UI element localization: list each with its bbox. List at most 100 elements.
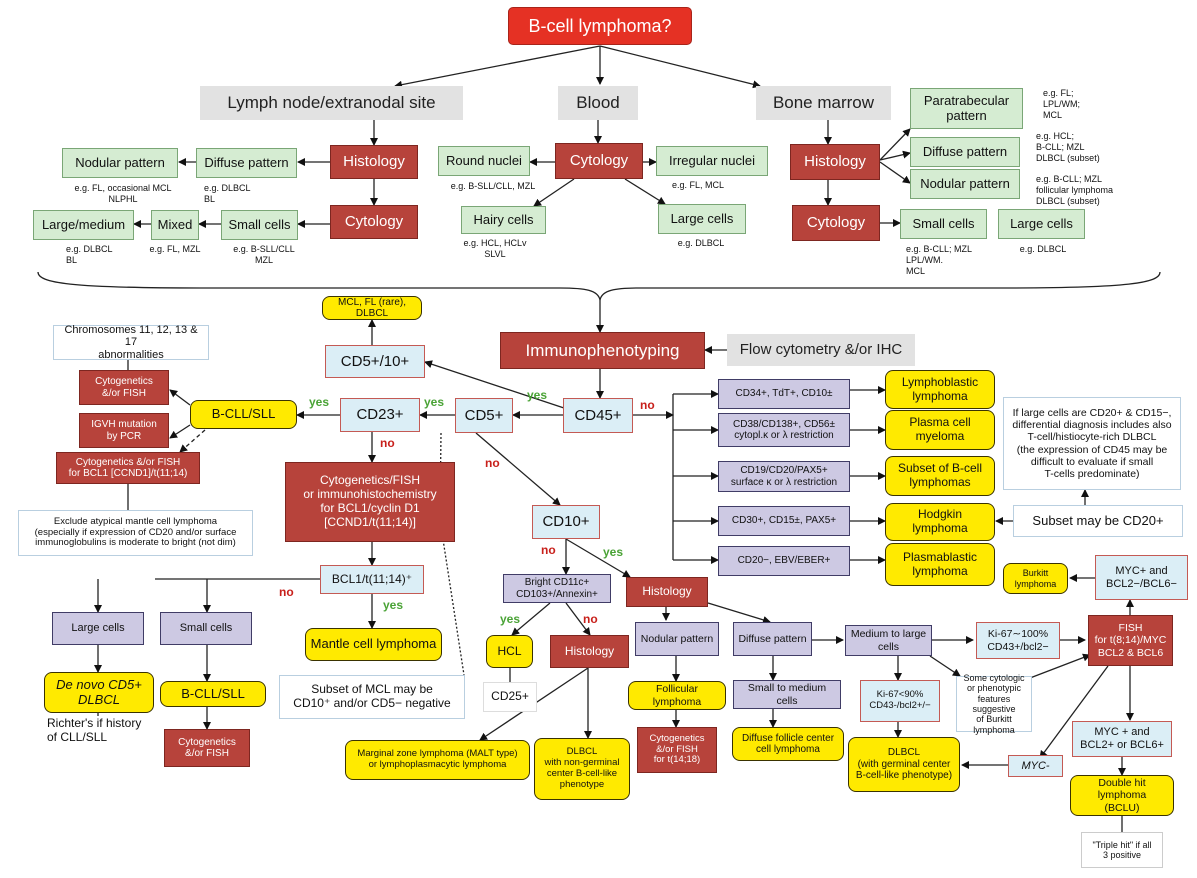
ki67-100-cd43: Ki-67∼100% CD43+/bcl2− [976, 622, 1060, 659]
blood-irregular-examples: e.g. FL, MCL [671, 180, 725, 190]
ln-large-examples: e.g. DLBCL BL [66, 244, 113, 265]
dx-burkitt-lymphoma: Burkitt lymphoma [1003, 563, 1068, 594]
myc-and-bcl2-or-bcl6: MYC + and BCL2+ or BCL6+ [1072, 721, 1172, 757]
no-label: no [485, 456, 500, 470]
cd10pos-histology: Histology [626, 577, 708, 607]
blood-round-examples: e.g. B-SLL/CLL, MZL [450, 181, 536, 191]
ln-nodular-pattern: Nodular pattern [62, 148, 178, 178]
dx-bcll-sll: B-CLL/SLL [190, 400, 297, 429]
blood-cytology: Cytology [555, 143, 643, 179]
b-cell-lymphoma-title: B-cell lymphoma? [508, 7, 692, 45]
ln-mixed: Mixed [151, 210, 199, 240]
chromosome-abnormalities-note: Chromosomes 11, 12, 13 & 17 abnormalitie… [53, 324, 209, 361]
cd10pos-diffuse-pattern: Diffuse pattern [733, 622, 812, 656]
bm-nodular-pattern: Nodular pattern [910, 169, 1020, 199]
blood-irregular-nuclei: Irregular nuclei [656, 146, 768, 176]
cd45neg-item-hodgkin: CD30+, CD15±, PAX5+ [718, 506, 850, 536]
richter-note: Richter's if history of CLL/SLL [47, 716, 142, 745]
dx-mantle-cell-lymphoma: Mantle cell lymphoma [305, 628, 442, 661]
no-label: no [583, 612, 598, 626]
ln-diffuse-examples: e.g. DLBCL BL [204, 183, 251, 204]
yes-label: yes [383, 598, 404, 612]
bm-histology: Histology [790, 144, 880, 180]
cd10-positive: CD10+ [532, 505, 600, 539]
cd45-positive: CD45+ [563, 398, 633, 433]
ln-small-cells: Small cells [221, 210, 298, 240]
mcl-cytogenetics-fish: Cytogenetics &/or FISH [164, 729, 250, 767]
no-label: no [541, 543, 556, 557]
dx-plasma-cell-myeloma: Plasma cell myeloma [885, 410, 995, 450]
no-label: no [640, 398, 655, 412]
cd25-positive-note: CD25+ [483, 682, 537, 712]
bcl1-t1114-positive: BCL1/t(11;14)⁺ [320, 565, 424, 594]
cd23-positive: CD23+ [340, 398, 420, 432]
site-bone-marrow: Bone marrow [756, 86, 891, 120]
exclude-atypical-mcl-note: Exclude atypical mantle cell lymphoma (e… [18, 510, 253, 556]
immunophenotyping: Immunophenotyping [500, 332, 705, 369]
bm-large-examples: e.g. DLBCL [1019, 244, 1067, 254]
dx-follicular-lymphoma: Follicular lymphoma [628, 681, 726, 710]
dx-diffuse-follicle-center: Diffuse follicle center cell lymphoma [732, 727, 844, 761]
note-subset-cd20: Subset may be CD20+ [1013, 505, 1183, 537]
dx-plasmablastic-lymphoma: Plasmablastic lymphoma [885, 543, 995, 586]
blood-large-cells: Large cells [658, 204, 746, 234]
myc-negative: MYC- [1008, 755, 1063, 777]
dx-dlbcl-germinal-center: DLBCL (with germinal center B-cell-like … [848, 737, 960, 792]
yes-label: yes [500, 612, 521, 626]
fish-myc-bcl2-bcl6: FISH for t(8;14)/MYC BCL2 & BCL6 [1088, 615, 1173, 666]
dx-de-novo-cd5-dlbcl: De novo CD5+ DLBCL [44, 672, 154, 713]
cd5-positive: CD5+ [455, 398, 513, 433]
dx-hcl: HCL [486, 635, 533, 668]
dx-bcll-sll-small: B-CLL/SLL [160, 681, 266, 707]
bm-large-cells: Large cells [998, 209, 1085, 239]
cyclin-d1-test: Cytogenetics/FISH or immunohistochemistr… [285, 462, 455, 542]
ln-large-medium: Large/medium [33, 210, 134, 240]
bm-diffuse-examples: e.g. HCL; B-CLL; MZL DLBCL (subset) [1036, 131, 1100, 163]
bm-diffuse-pattern: Diffuse pattern [910, 137, 1020, 167]
mcl-subset-note: Subset of MCL may be CD10⁺ and/or CD5− n… [279, 675, 465, 719]
bright-cd11c-cd103: Bright CD11c+ CD103+/Annexin+ [503, 574, 611, 603]
blood-large-examples: e.g. DLBCL [677, 238, 725, 248]
bm-small-examples: e.g. B-CLL; MZL LPL/WM. MCL [906, 244, 973, 276]
ln-diffuse-pattern: Diffuse pattern [196, 148, 297, 178]
cd45neg-item-plasmablastic: CD20−, EBV/EBER+ [718, 546, 850, 576]
burkitt-features-note: Some cytologic or phenotypic features su… [956, 673, 1032, 735]
bm-paratrabecular-pattern: Paratrabecular pattern [910, 88, 1023, 129]
ln-small-examples: e.g. B-SLL/CLL MZL [233, 244, 295, 265]
site-blood: Blood [558, 86, 638, 120]
site-lymph-node: Lymph node/extranodal site [200, 86, 463, 120]
small-to-medium-cells: Small to medium cells [733, 680, 841, 709]
dx-marginal-zone-lymphoma: Marginal zone lymphoma (MALT type) or ly… [345, 740, 530, 780]
cd10neg-histology: Histology [550, 635, 629, 668]
cd45neg-item-plasma: CD38/CD138+, CD56± cytopl.κ or λ restric… [718, 413, 850, 447]
dx-subset-bcell-lymphomas: Subset of B-cell lymphomas [885, 456, 995, 496]
blood-round-nuclei: Round nuclei [438, 146, 530, 176]
bm-paratrabecular-examples: e.g. FL; LPL/WM; MCL [1043, 88, 1081, 120]
bm-nodular-examples: e.g. B-CLL; MZL follicular lymphoma DLBC… [1036, 174, 1114, 206]
yes-label: yes [424, 395, 445, 409]
cd10pos-nodular-pattern: Nodular pattern [635, 622, 719, 656]
note-large-cells-cd20: If large cells are CD20+ & CD15−, differ… [1003, 397, 1181, 490]
mcl-small-cells: Small cells [160, 612, 252, 645]
cd5-cd10-positive: CD5+/10+ [325, 345, 425, 378]
flow-cytometry-ihc: Flow cytometry &/or IHC [727, 334, 915, 366]
dx-dlbcl-non-gc: DLBCL with non-germinal center B-cell-li… [534, 738, 630, 800]
dx-mcl-fl-dlbcl: MCL, FL (rare), DLBCL [322, 296, 422, 320]
dx-lymphoblastic-lymphoma: Lymphoblastic lymphoma [885, 370, 995, 409]
cd45neg-item-bcell: CD19/CD20/PAX5+ surface κ or λ restricti… [718, 461, 850, 492]
ln-nodular-examples: e.g. FL, occasional MCL NLPHL [74, 183, 172, 204]
cll-cytogenetics-fish: Cytogenetics &/or FISH [79, 370, 169, 405]
bm-cytology: Cytology [792, 205, 880, 241]
yes-label: yes [527, 388, 548, 402]
no-label: no [279, 585, 294, 599]
yes-label: yes [603, 545, 624, 559]
yes-label: yes [309, 395, 330, 409]
no-label: no [380, 436, 395, 450]
ln-cytology: Cytology [330, 205, 418, 239]
triple-hit-note: "Triple hit" if all 3 positive [1081, 832, 1163, 868]
myc-pos-bcl-neg: MYC+ and BCL2−/BCL6− [1095, 555, 1188, 600]
mcl-large-cells: Large cells [52, 612, 144, 645]
bm-small-cells: Small cells [900, 209, 987, 239]
